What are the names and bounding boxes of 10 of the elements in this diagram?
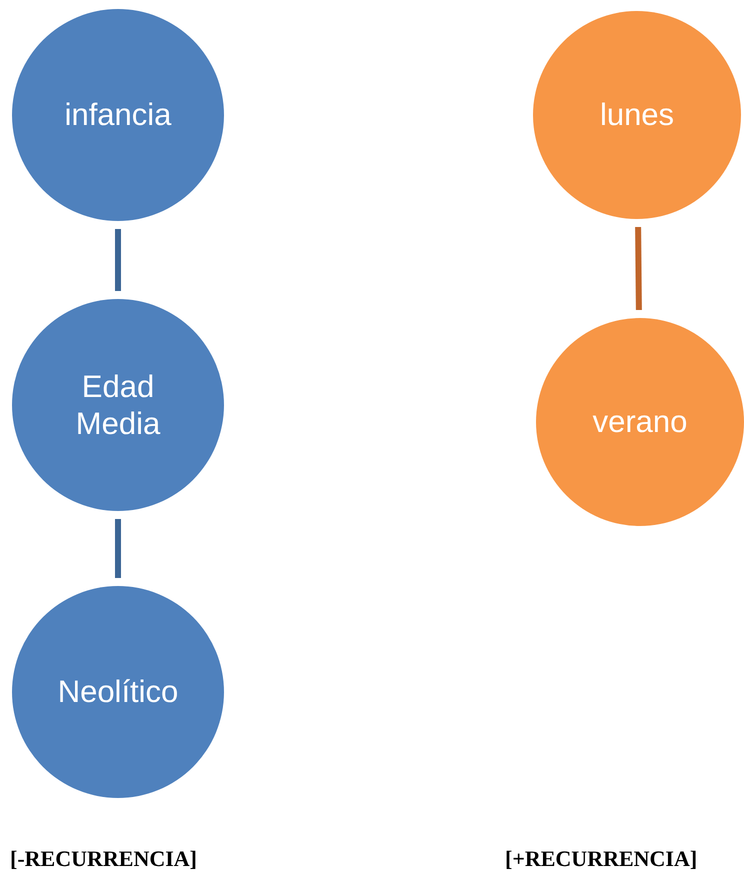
node-label: infancia <box>64 96 172 134</box>
node-label: lunes <box>600 96 674 134</box>
connector-line <box>635 226 642 310</box>
group-label: [-RECURRENCIA] <box>10 845 197 873</box>
node-label: Edad Media <box>74 368 162 442</box>
node-label: Neolítico <box>58 673 178 711</box>
node-label: verano <box>592 403 688 441</box>
group-label: [+RECURRENCIA] <box>505 845 698 873</box>
connector-line <box>115 229 121 291</box>
connector-line <box>115 519 121 578</box>
